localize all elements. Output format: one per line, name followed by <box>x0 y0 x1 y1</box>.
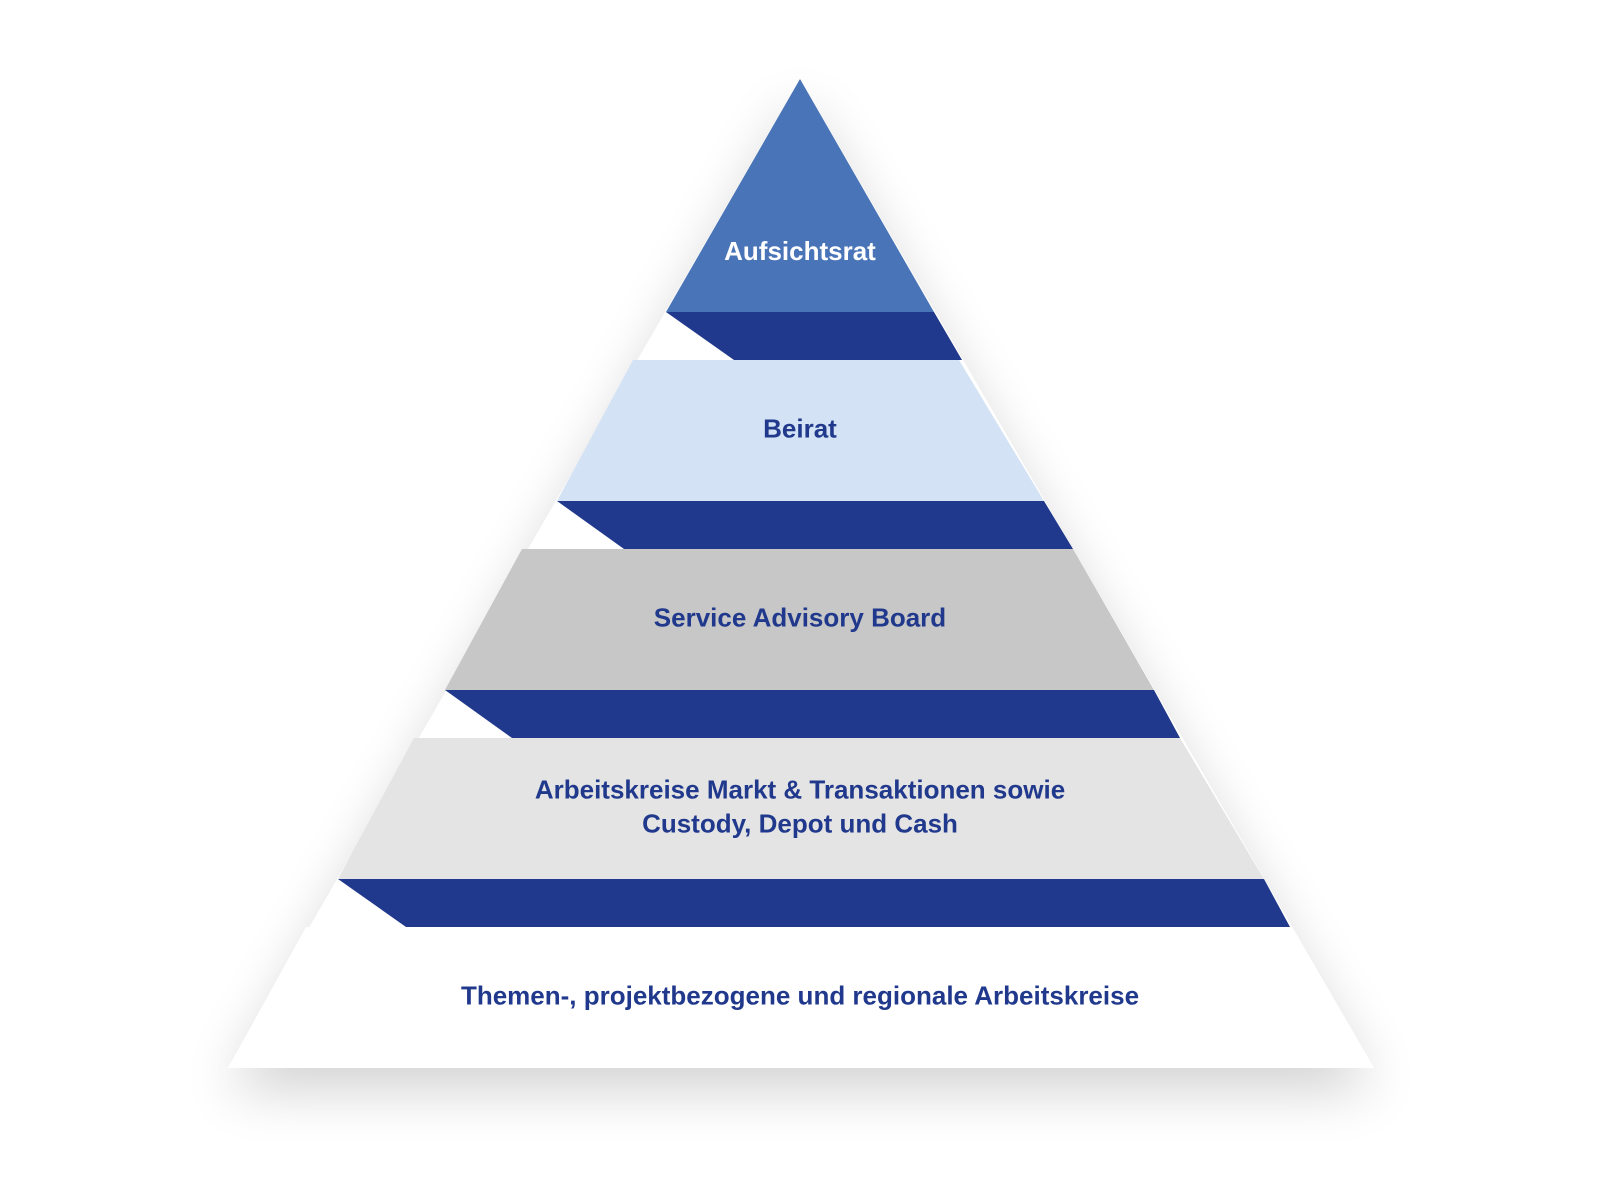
tier-label-line: Themen-, projektbezogene und regionale A… <box>461 980 1139 1010</box>
tier-connector-2 <box>557 501 1073 549</box>
tier-connectors <box>338 312 1290 927</box>
tier-label-line: Arbeitskreise Markt & Transaktionen sowi… <box>535 774 1065 804</box>
tier-label-line: Aufsichtsrat <box>724 236 876 266</box>
tier-shape-beirat <box>557 360 1044 501</box>
tier-shape-arbeitskreise-markt <box>338 738 1264 879</box>
tier-label-line: Custody, Depot und Cash <box>642 808 958 838</box>
tier-label-aufsichtsrat: Aufsichtsrat <box>724 236 876 266</box>
tier-connector-4 <box>338 879 1290 927</box>
tier-shape-themen-arbeitskreise <box>228 927 1374 1068</box>
tier-label-line: Beirat <box>763 413 837 443</box>
tier-label-arbeitskreise-markt: Arbeitskreise Markt & Transaktionen sowi… <box>535 774 1065 838</box>
tier-label-line: Service Advisory Board <box>654 602 946 632</box>
tier-shape-aufsichtsrat <box>666 79 934 312</box>
tier-label-service-advisory-board: Service Advisory Board <box>654 602 946 632</box>
tier-connector-1 <box>666 312 962 360</box>
tier-label-beirat: Beirat <box>763 413 837 443</box>
tier-label-themen-arbeitskreise: Themen-, projektbezogene und regionale A… <box>461 980 1139 1010</box>
tier-shapes <box>228 79 1374 1068</box>
tier-shape-service-advisory-board <box>445 549 1154 690</box>
tier-connector-3 <box>445 690 1180 738</box>
